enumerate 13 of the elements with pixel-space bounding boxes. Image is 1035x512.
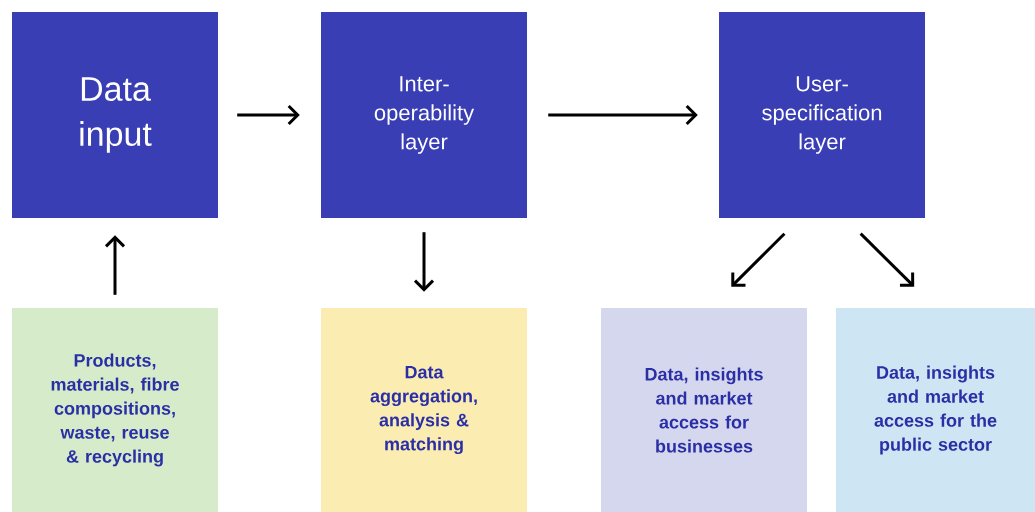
process-box: Inter-operability layer bbox=[321, 12, 527, 218]
arrow bbox=[104, 235, 126, 295]
output-box: Data, insights and market access for the public sector bbox=[836, 308, 1035, 512]
process-box: Data input bbox=[12, 12, 218, 218]
arrow bbox=[413, 232, 435, 292]
arrow bbox=[548, 104, 698, 126]
arrow bbox=[237, 104, 300, 126]
output-box: Data, insights and market access for businesses bbox=[601, 308, 807, 512]
input-box: Products, materials, fibre compositions, waste, reuse & recycling bbox=[12, 308, 218, 512]
arrow bbox=[731, 232, 786, 287]
process-box: User-specification layer bbox=[719, 12, 925, 218]
output-box: Data aggregation, analysis & matching bbox=[321, 308, 527, 512]
arrow bbox=[859, 232, 915, 287]
